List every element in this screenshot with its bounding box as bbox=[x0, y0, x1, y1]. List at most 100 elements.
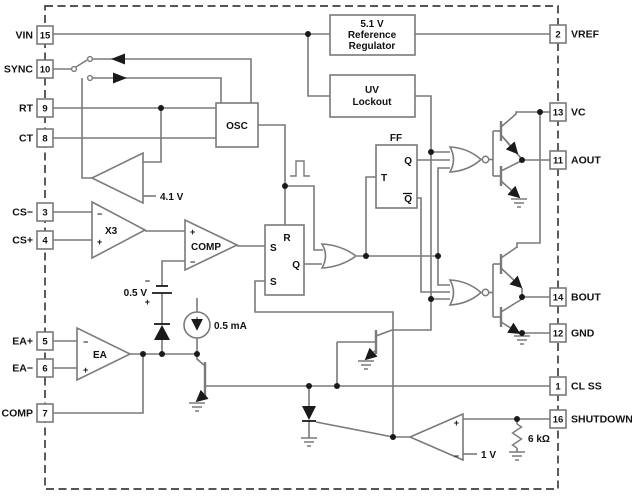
pin-number: 13 bbox=[553, 108, 564, 119]
ground-icon bbox=[514, 335, 530, 345]
pin-number: 16 bbox=[553, 415, 564, 426]
sync-switch-icon bbox=[70, 53, 127, 84]
error-amplifier-icon bbox=[76, 326, 132, 382]
resistor-icon bbox=[511, 423, 523, 449]
pin-label: VIN bbox=[15, 30, 33, 42]
clock-pulse-icon bbox=[290, 160, 310, 177]
x3-minus-sign: − bbox=[97, 209, 102, 219]
comp-minus-sign: − bbox=[190, 257, 195, 267]
diode-icon bbox=[154, 323, 170, 340]
junction-dot bbox=[334, 383, 340, 389]
osc-label: OSC bbox=[226, 121, 248, 132]
nor-gate-icon bbox=[448, 279, 483, 306]
osc-block bbox=[215, 102, 259, 148]
latch-q-label: Q bbox=[292, 260, 300, 271]
left-pins: 15 VIN 10 SYNC 9 RT 8 CT 3 CS− 4 CS+ bbox=[2, 25, 54, 423]
ff-block bbox=[375, 144, 418, 209]
pin-number: 8 bbox=[42, 134, 47, 145]
junction-dot bbox=[519, 330, 525, 336]
uv-lockout-line1: UV bbox=[365, 85, 379, 96]
pin-number: 14 bbox=[553, 293, 564, 304]
junction-dot bbox=[390, 434, 396, 440]
pin-rt: 9 RT bbox=[19, 98, 54, 118]
pin-vc: 13 VC bbox=[549, 102, 586, 122]
x3-label: X3 bbox=[105, 226, 118, 237]
junction-dot bbox=[158, 105, 164, 111]
pin-label: EA− bbox=[12, 363, 33, 375]
pin-number: 6 bbox=[42, 364, 47, 375]
junction-dot bbox=[306, 383, 312, 389]
pin-bout: 14 BOUT bbox=[549, 287, 601, 307]
junction-dot bbox=[140, 351, 146, 357]
reference-regulator-block bbox=[329, 14, 416, 56]
junction-dot bbox=[194, 351, 200, 357]
latch-s2-label: S bbox=[270, 277, 277, 288]
pin-label: CS+ bbox=[12, 235, 33, 247]
ground-icon bbox=[509, 451, 525, 461]
pin-label: AOUT bbox=[571, 155, 601, 167]
reference-regulator-line2: Reference bbox=[348, 30, 397, 41]
comp-offset-label: 0.5 V bbox=[124, 288, 148, 299]
junction-dot bbox=[363, 253, 369, 259]
pin-number: 7 bbox=[42, 409, 47, 420]
pin-label: RT bbox=[19, 103, 34, 115]
shutdown-resistor-label: 6 kΩ bbox=[528, 434, 550, 445]
junction-dot bbox=[537, 109, 543, 115]
ea-minus-sign: − bbox=[83, 337, 88, 347]
pin-number: 12 bbox=[553, 329, 564, 340]
junction-dot bbox=[305, 31, 311, 37]
ff-t-label: T bbox=[381, 173, 387, 184]
comp-label: COMP bbox=[191, 242, 221, 253]
latch-r-label: R bbox=[283, 233, 291, 244]
reference-regulator-line3: Regulator bbox=[349, 41, 396, 52]
pwm-latch-block bbox=[264, 224, 305, 296]
x3-amplifier-icon bbox=[91, 200, 147, 260]
ea-label: EA bbox=[93, 350, 107, 361]
arrow-left-icon bbox=[111, 53, 125, 65]
ff-qbar-label: Q bbox=[404, 194, 412, 205]
sync-comparator-icon bbox=[90, 151, 144, 205]
pin-label: GND bbox=[571, 328, 595, 340]
pin-label: EA+ bbox=[12, 336, 33, 348]
x3-plus-sign: + bbox=[97, 237, 102, 247]
ea-plus-sign: + bbox=[83, 365, 88, 375]
current-source-label: 0.5 mA bbox=[214, 321, 247, 332]
ground-icon bbox=[358, 360, 374, 370]
pin-number: 10 bbox=[40, 65, 51, 76]
comp-plus-sign: + bbox=[190, 227, 195, 237]
junction-dot bbox=[428, 296, 434, 302]
shutdown-threshold-label: 1 V bbox=[481, 450, 496, 461]
pin-number: 2 bbox=[555, 30, 560, 41]
pin-cs-minus: 3 CS− bbox=[12, 202, 54, 222]
current-source-icon bbox=[183, 311, 211, 339]
battery-minus-sign: − bbox=[145, 276, 150, 286]
latch-s1-label: S bbox=[270, 243, 277, 254]
pin-gnd: 12 GND bbox=[549, 323, 595, 343]
pin-label: VC bbox=[571, 107, 586, 119]
ground-icon bbox=[301, 437, 317, 447]
pin-comp: 7 COMP bbox=[2, 403, 54, 423]
osc-threshold-label: 4.1 V bbox=[160, 192, 184, 203]
right-pins: 2 VREF 13 VC 11 AOUT 14 BOUT 12 GND 1 CL… bbox=[549, 24, 632, 429]
pin-number: 3 bbox=[42, 208, 47, 219]
pwm-comparator-icon bbox=[184, 218, 239, 272]
diode-icon bbox=[302, 406, 316, 422]
pin-vref: 2 VREF bbox=[549, 24, 600, 44]
ground-icon bbox=[511, 198, 527, 208]
junction-dots bbox=[140, 31, 543, 440]
junction-dot bbox=[519, 157, 525, 163]
pin-ea-plus: 5 EA+ bbox=[12, 331, 54, 351]
pin-label: CL SS bbox=[571, 381, 602, 393]
pin-ct: 8 CT bbox=[19, 128, 54, 148]
inverter-bubble-icon bbox=[481, 288, 490, 297]
uv-lockout-block bbox=[329, 74, 416, 118]
junction-dot bbox=[435, 253, 441, 259]
junction-dot bbox=[514, 416, 520, 422]
pin-number: 5 bbox=[42, 337, 48, 348]
junction-dot bbox=[428, 149, 434, 155]
pin-number: 15 bbox=[40, 31, 51, 42]
pin-label: SHUTDOWN bbox=[571, 414, 632, 426]
shutdown-minus-sign: − bbox=[454, 451, 459, 461]
